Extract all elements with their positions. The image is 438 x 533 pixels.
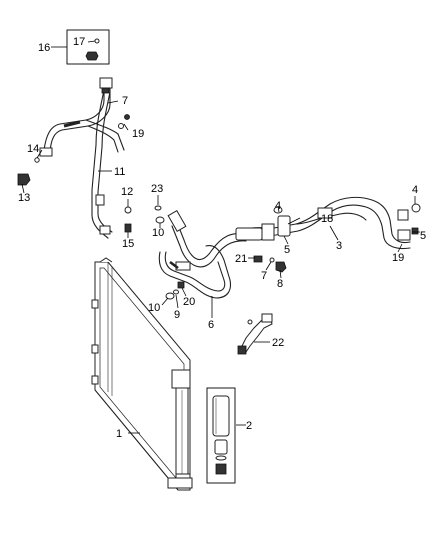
callout-4-middle: 4 bbox=[275, 200, 281, 212]
callout-16: 16 bbox=[38, 42, 50, 54]
callout-7-lower: 7 bbox=[261, 270, 267, 282]
callout-9: 9 bbox=[174, 309, 180, 321]
callout-18: 18 bbox=[321, 213, 333, 225]
callout-14: 14 bbox=[27, 143, 39, 155]
hose-3 bbox=[235, 196, 411, 250]
callout-20: 20 bbox=[183, 296, 195, 308]
callout-10-lower: 10 bbox=[148, 302, 160, 314]
callout-5-middle: 5 bbox=[284, 244, 290, 256]
callout-8: 8 bbox=[277, 278, 283, 290]
callout-3: 3 bbox=[336, 240, 342, 252]
callout-22: 22 bbox=[272, 337, 284, 349]
orings-right bbox=[273, 203, 421, 235]
callout-12: 12 bbox=[121, 186, 133, 198]
callout-7: 7 bbox=[122, 95, 128, 107]
callout-5-right: 5 bbox=[420, 230, 426, 242]
callout-17: 17 bbox=[73, 36, 85, 48]
callout-21: 21 bbox=[235, 253, 247, 265]
receiver-drier-kit bbox=[206, 387, 236, 484]
callout-13: 13 bbox=[18, 192, 30, 204]
parts-9-10-20 bbox=[165, 281, 185, 300]
upper-hose-assembly bbox=[39, 77, 125, 157]
callout-4-right: 4 bbox=[412, 184, 418, 196]
part-16-inset bbox=[66, 29, 110, 65]
part-22-bracket bbox=[237, 313, 273, 355]
callout-19-right: 19 bbox=[392, 252, 404, 264]
small-parts-upper-left bbox=[118, 114, 130, 129]
part-13-14 bbox=[17, 157, 40, 186]
callout-23: 23 bbox=[151, 183, 163, 195]
callout-labels: 16 17 7 19 14 13 11 12 15 23 10 4 18 5 3… bbox=[18, 36, 426, 440]
callout-2: 2 bbox=[246, 420, 252, 432]
callout-11: 11 bbox=[114, 166, 125, 178]
callout-10-upper: 10 bbox=[152, 227, 164, 239]
part-12-15 bbox=[124, 206, 132, 233]
callout-15: 15 bbox=[122, 238, 134, 250]
leader-lines bbox=[21, 40, 420, 434]
parts-7-8-21 bbox=[253, 255, 287, 273]
callout-6: 6 bbox=[208, 319, 214, 331]
hose-6 bbox=[158, 210, 247, 299]
part-23-10-upper bbox=[154, 205, 165, 224]
callout-1: 1 bbox=[116, 428, 122, 440]
hose-11 bbox=[91, 89, 113, 239]
callout-19: 19 bbox=[132, 128, 144, 140]
condenser bbox=[91, 257, 193, 491]
